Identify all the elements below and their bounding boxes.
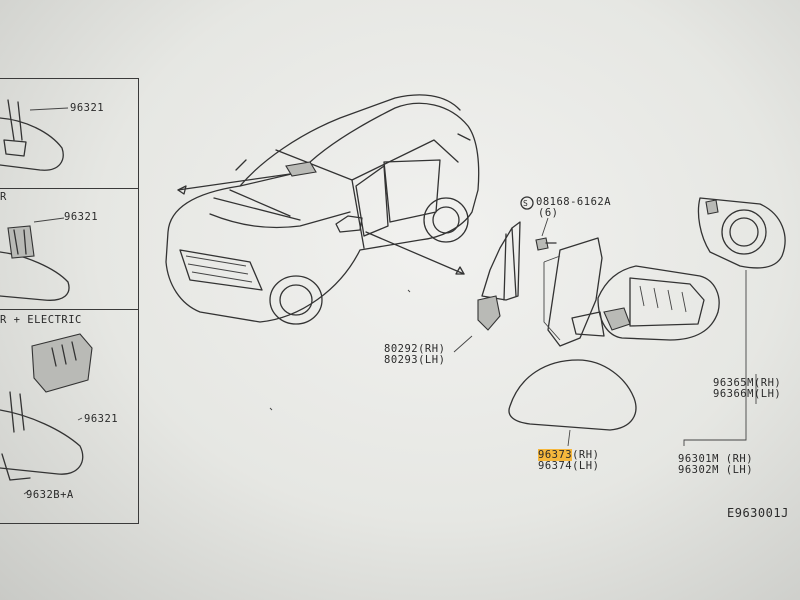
bracket-drawing (453, 221, 521, 353)
mirror-glass-drawing (683, 197, 786, 446)
mirror-cover-rh-label: 96373(RH) (538, 449, 600, 461)
mirror-housing-drawing (571, 265, 720, 341)
mirror-glass-lh-label: 96366M(LH) (713, 388, 782, 400)
mark-dot-1 (407, 289, 411, 293)
mirror-assembly-rh-label: 96301M (RH) (678, 453, 754, 465)
bolt-drawing (520, 196, 557, 251)
mirror-glass-rh-label: 96365M(RH) (713, 377, 782, 389)
mirror-assembly-lh-label: 96302M (LH) (678, 464, 754, 476)
inside-mirror-drawing-2 (0, 217, 70, 301)
figure-code: E963001J (727, 506, 789, 520)
mirror-cover-rh-part-highlight: 96373 (538, 449, 573, 461)
mark-dot-2 (269, 407, 273, 411)
mirror-cover-rh-suffix: (RH) (572, 449, 600, 461)
bracket-rh-label: 80292(RH) (384, 343, 446, 355)
panel3-part-number-b: 9632B+A (26, 489, 74, 501)
bracket-lh-label: 80293(LH) (384, 354, 446, 366)
panel2-part-number: 96321 (64, 211, 99, 223)
mirror-base-drawing (543, 237, 603, 347)
inside-mirror-drawing-1 (0, 99, 69, 171)
panel1-part-number: 96321 (70, 102, 105, 114)
vehicle-drawing (165, 94, 480, 325)
mirror-cover-drawing (508, 359, 637, 447)
panel2-title-fragment: R (0, 191, 7, 203)
panel3-title-fragment: R + ELECTRIC (0, 314, 82, 326)
panel3-part-number-a: 96321 (84, 413, 119, 425)
inside-mirror-drawing-3 (0, 333, 93, 495)
bolt-quantity: (6) (538, 207, 559, 219)
mirror-cover-lh-label: 96374(LH) (538, 460, 600, 472)
bolt-symbol: S (523, 199, 529, 208)
bolt-code: 08168-6162A (536, 196, 612, 208)
panel-inside-mirror-electric (0, 309, 139, 524)
